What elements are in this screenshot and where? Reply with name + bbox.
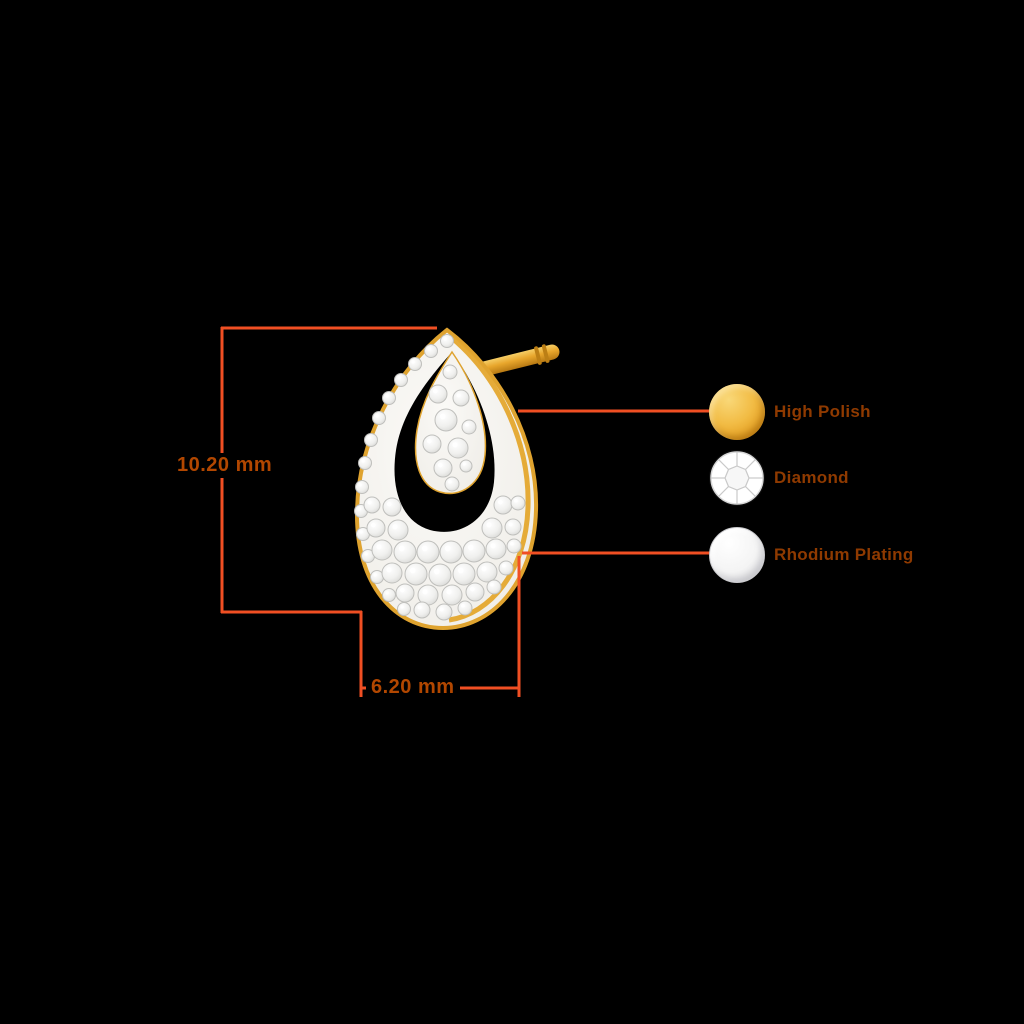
diamond-facets-icon: [710, 451, 764, 505]
legend-label-diamond: Diamond: [774, 468, 849, 487]
gold-post-icon: [467, 344, 560, 379]
legend-item-rhodium-plating: Rhodium Plating: [709, 527, 914, 583]
rhodium-swatch: [709, 527, 765, 583]
diamond-icon: [709, 450, 765, 506]
pave-band-gems: [354, 334, 454, 616]
width-dimension-label: 6.20 mm: [366, 675, 460, 700]
cluster-gems: [422, 364, 477, 492]
gold-swatch: [709, 384, 765, 440]
pave-bulb-gems: [363, 495, 526, 621]
legend-label-rhodium-plating: Rhodium Plating: [774, 545, 914, 564]
legend-label-high-polish: High Polish: [774, 402, 871, 421]
legend-item-high-polish: High Polish: [709, 384, 871, 440]
legend-item-diamond: Diamond: [709, 450, 849, 506]
height-dimension-label: 10.20 mm: [172, 453, 278, 478]
gold-rim: [448, 336, 531, 623]
